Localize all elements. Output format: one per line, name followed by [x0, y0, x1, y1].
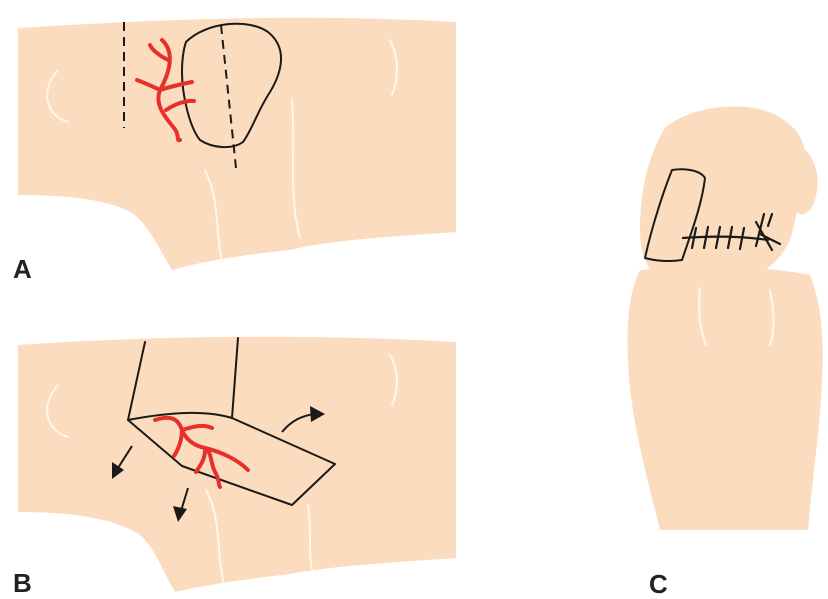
panel-c: C: [628, 106, 823, 599]
panel-c-head: [640, 106, 806, 283]
panel-b: B: [13, 337, 456, 598]
panel-c-label: C: [649, 569, 668, 599]
panel-a-body: [18, 18, 456, 270]
panel-c-body: [628, 267, 823, 530]
panel-a: A: [13, 18, 456, 284]
panel-a-label: A: [13, 254, 32, 284]
panel-b-label: B: [13, 568, 32, 598]
